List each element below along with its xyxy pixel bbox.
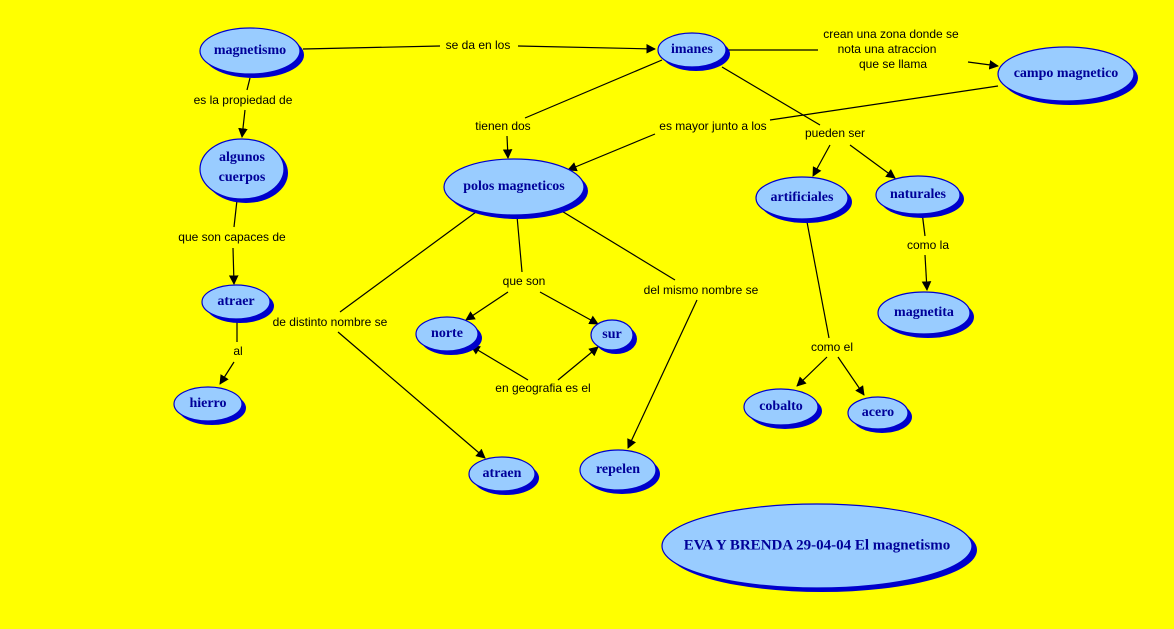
link-imanes-tienen [524, 59, 663, 119]
concept-repelen-label: repelen [596, 462, 640, 477]
arrow-geografia-norte [470, 345, 529, 381]
concept-cobalto[interactable]: cobalto [743, 388, 822, 429]
concept-campo-magnetico[interactable]: campo magnetico [997, 46, 1138, 105]
link-label-pueden-ser: pueden ser [805, 126, 865, 140]
arrow-pueden-artificiales [812, 144, 831, 177]
concept-magnetita-label: magnetita [894, 305, 954, 320]
arrow-capaces-atraer [228, 247, 239, 285]
link-label-que-son: que son [503, 274, 546, 288]
linking-phrases: se da en los crean una zona donde se not… [178, 27, 959, 395]
link-label-crean-line1: crean una zona donde se [823, 27, 959, 41]
link-magnetismo-propiedad [246, 77, 251, 91]
link-label-en-geografia-es-el: en geografia es el [495, 381, 590, 395]
concept-imanes-label: imanes [671, 42, 714, 57]
concept-algunos-cuerpos-line1: algunos [219, 150, 265, 165]
link-label-como-el: como el [811, 340, 853, 354]
concept-atraer-label: atraer [217, 294, 254, 309]
concept-sur-label: sur [602, 327, 621, 342]
concept-acero[interactable]: acero [847, 396, 912, 433]
link-label-es-la-propiedad-de: es la propiedad de [194, 93, 293, 107]
concept-magnetita[interactable]: magnetita [877, 291, 974, 338]
arrow-crean-campo [967, 60, 999, 70]
link-polos-queson [516, 215, 523, 273]
arrow-geografia-sur [557, 346, 599, 381]
concept-artificiales[interactable]: artificiales [755, 176, 852, 223]
concept-magnetismo-label: magnetismo [214, 43, 286, 58]
link-magnetismo-se-da [302, 45, 441, 50]
concept-atraen-label: atraen [483, 466, 522, 481]
arrow-como-magnetita [921, 254, 932, 291]
concept-norte-label: norte [431, 326, 463, 341]
link-label-como-la: como la [907, 238, 949, 252]
concept-algunos-cuerpos[interactable]: algunos cuerpos [199, 138, 288, 203]
link-label-al: al [233, 344, 242, 358]
concept-sur[interactable]: sur [590, 319, 637, 354]
link-label-crean-line2: nota una atraccion [838, 42, 937, 56]
link-label-tienen-dos: tienen dos [475, 119, 530, 133]
connections [219, 44, 999, 459]
concept-atraen[interactable]: atraen [468, 456, 539, 495]
arrow-queson-sur [539, 291, 599, 325]
arrow-pueden-naturales [849, 144, 896, 179]
arrow-comoel-acero [837, 356, 865, 396]
arrow-tienen-polos [502, 135, 513, 159]
concept-naturales-label: naturales [890, 187, 947, 202]
concept-repelen[interactable]: repelen [579, 449, 660, 494]
arrow-propiedad-cuerpos [238, 109, 248, 138]
arrow-mayor-polos [567, 133, 656, 172]
link-label-es-mayor-junto-a-los: es mayor junto a los [659, 119, 766, 133]
link-label-crean-line3: que se llama [859, 57, 927, 71]
link-imanes-pueden [721, 66, 821, 126]
arrow-queson-norte [465, 291, 509, 321]
concept-artificiales-label: artificiales [771, 190, 835, 205]
link-polos-mismo [559, 209, 676, 281]
link-campo-mayor [769, 85, 999, 121]
link-label-se-da-en-los: se da en los [446, 38, 511, 52]
concept-hierro[interactable]: hierro [173, 386, 246, 425]
arrow-comoel-cobalto [796, 356, 828, 387]
concept-algunos-cuerpos-line2: cuerpos [219, 170, 266, 185]
arrow-se-da-imanes [517, 44, 656, 54]
concept-magnetismo[interactable]: magnetismo [199, 27, 304, 78]
title-node-label: EVA Y BRENDA 29-04-04 El magnetismo [684, 537, 951, 553]
concept-hierro-label: hierro [189, 396, 226, 411]
link-label-que-son-capaces-de: que son capaces de [178, 230, 286, 244]
link-label-de-distinto-nombre-se: de distinto nombre se [273, 315, 388, 329]
concept-imanes[interactable]: imanes [657, 32, 730, 71]
concept-campo-magnetico-label: campo magnetico [1014, 66, 1119, 81]
arrow-mismo-repelen [627, 299, 698, 449]
link-cuerpos-capaces [233, 199, 238, 228]
link-label-del-mismo-nombre-se: del mismo nombre se [644, 283, 759, 297]
concept-norte[interactable]: norte [415, 316, 482, 355]
concept-naturales[interactable]: naturales [875, 175, 964, 218]
concept-atraer[interactable]: atraer [201, 284, 274, 323]
arrow-distinto-atraen [337, 331, 486, 459]
link-artificiales-comoel [806, 221, 830, 339]
title-node[interactable]: EVA Y BRENDA 29-04-04 El magnetismo [661, 503, 977, 592]
concept-cobalto-label: cobalto [759, 399, 803, 414]
concept-acero-label: acero [862, 405, 894, 420]
link-polos-distinto [339, 211, 477, 313]
concept-polos-magneticos-label: polos magneticos [463, 179, 565, 194]
arrow-al-hierro [219, 361, 235, 385]
concept-polos-magneticos[interactable]: polos magneticos [443, 158, 588, 219]
